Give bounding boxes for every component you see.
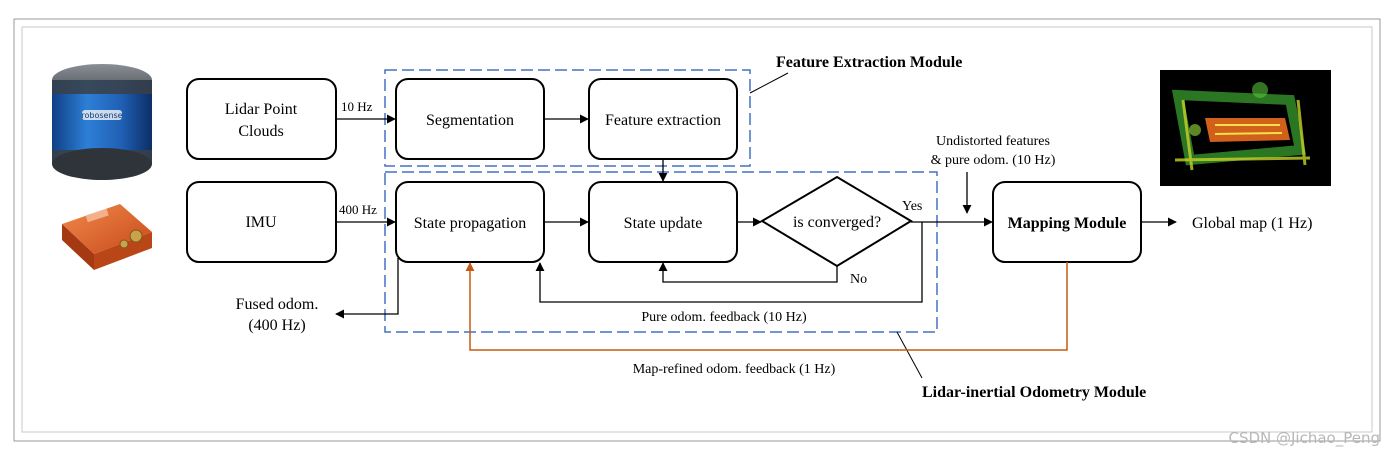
lio-module-label: Lidar-inertial Odometry Module xyxy=(922,384,1146,401)
lidar-box-label-line1: Lidar Point xyxy=(225,101,298,118)
fused-odom-label-line1: Fused odom. xyxy=(236,296,319,313)
imu-sensor-icon xyxy=(62,204,152,270)
feature-module-leader-line xyxy=(749,72,789,94)
lio-module-frame xyxy=(384,171,938,333)
is-converged-label: is converged? xyxy=(793,214,881,231)
state-update-label: State update xyxy=(624,215,703,232)
feature-extraction-label: Feature extraction xyxy=(605,112,721,129)
yes-label: Yes xyxy=(902,199,922,214)
arrow-no-loop xyxy=(658,262,838,283)
lidar-brand-logo: robosense xyxy=(81,111,122,120)
imu-box-label: IMU xyxy=(245,214,277,231)
lidar-sensor-icon: robosense xyxy=(52,64,152,180)
arrow-pure-odom-feedback xyxy=(535,222,923,303)
inner-frame xyxy=(21,26,1373,433)
arrow-map-refined-feedback xyxy=(465,262,1068,351)
outer-frame xyxy=(13,18,1381,442)
global-map-image xyxy=(1160,70,1331,186)
feature-extraction-module-label: Feature Extraction Module xyxy=(776,54,962,71)
no-label: No xyxy=(850,272,867,287)
mapping-module-label: Mapping Module xyxy=(1008,215,1127,232)
imu-rate-label: 400 Hz xyxy=(339,202,377,217)
csdn-watermark: CSDN @Jichao_Peng xyxy=(1228,429,1380,448)
state-propagation-label: State propagation xyxy=(414,215,526,232)
map-refined-feedback-label: Map-refined odom. feedback (1 Hz) xyxy=(633,362,836,377)
is-converged-diamond xyxy=(760,175,913,268)
segmentation-label: Segmentation xyxy=(426,112,514,129)
global-map-label: Global map (1 Hz) xyxy=(1192,215,1312,232)
undistorted-features-label-line1: Undistorted features xyxy=(936,134,1050,149)
feature-extraction-module-frame xyxy=(384,69,751,167)
arrow-fused-odom-output xyxy=(335,258,399,319)
lidar-rate-label: 10 Hz xyxy=(341,99,373,114)
pure-odom-feedback-label: Pure odom. feedback (10 Hz) xyxy=(641,310,807,325)
undistorted-features-label-line2: & pure odom. (10 Hz) xyxy=(931,153,1056,168)
lidar-point-clouds-box xyxy=(186,78,337,160)
lio-module-leader-line xyxy=(896,331,923,379)
fused-odom-label-line2: (400 Hz) xyxy=(248,317,305,334)
lidar-box-label-line2: Clouds xyxy=(238,123,283,140)
